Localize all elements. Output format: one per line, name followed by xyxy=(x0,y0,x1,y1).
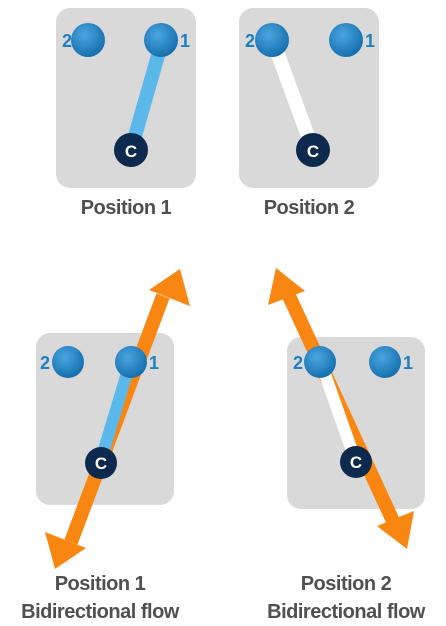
caption-line-flow: Bidirectional flow xyxy=(21,601,179,623)
common-port xyxy=(340,446,372,478)
common-port-label: C xyxy=(125,142,137,161)
caption-top-left: Position 1 xyxy=(56,197,196,220)
common-port-label: C xyxy=(350,453,362,472)
flow-arrow-head-down xyxy=(377,511,414,549)
common-port-label: C xyxy=(95,454,107,473)
flow-link-c-to-2 xyxy=(265,31,320,157)
port-2 xyxy=(52,346,84,378)
caption-bottom-right: Position 2 Bidirectional flow xyxy=(246,570,446,626)
common-port xyxy=(296,133,330,167)
flow-link-c-to-1 xyxy=(94,357,136,469)
port-2-label: 2 xyxy=(62,31,72,51)
port-2-label: 2 xyxy=(293,353,303,373)
caption-top-right: Position 2 xyxy=(239,197,379,220)
common-port-label: C xyxy=(307,142,319,161)
caption-line-position: Position 1 xyxy=(54,573,146,595)
port-1-label: 1 xyxy=(365,31,375,51)
common-port xyxy=(85,447,117,479)
port-2 xyxy=(255,23,289,57)
port-1-label: 1 xyxy=(403,353,413,373)
port-1 xyxy=(115,346,147,378)
port-2 xyxy=(71,23,105,57)
port-2 xyxy=(304,346,336,378)
caption-line-position: Position 1 xyxy=(80,197,172,219)
caption-bottom-left: Position 1 Bidirectional flow xyxy=(0,570,200,626)
flow-arrow-head-down xyxy=(45,532,86,569)
panel-top-right: 2 1 C xyxy=(239,8,379,188)
port-1 xyxy=(144,23,178,57)
flow-link-c-to-2 xyxy=(315,357,362,468)
port-1 xyxy=(329,23,363,57)
port-1-label: 1 xyxy=(180,31,190,51)
caption-line-position: Position 2 xyxy=(263,197,355,219)
caption-line-position: Position 2 xyxy=(300,573,392,595)
panel-bottom-right: 2 1 C xyxy=(268,268,425,549)
common-port xyxy=(114,133,148,167)
port-2-label: 2 xyxy=(40,353,50,373)
flow-arrow-head-up xyxy=(149,269,190,306)
port-1 xyxy=(369,346,401,378)
port-1-label: 1 xyxy=(149,353,159,373)
port-2-label: 2 xyxy=(245,31,255,51)
panel-top-left: 2 1 C xyxy=(56,8,196,188)
caption-line-flow: Bidirectional flow xyxy=(267,601,425,623)
flow-arrow-head-up xyxy=(268,268,305,305)
panel-bottom-left: 2 1 C xyxy=(36,269,190,569)
